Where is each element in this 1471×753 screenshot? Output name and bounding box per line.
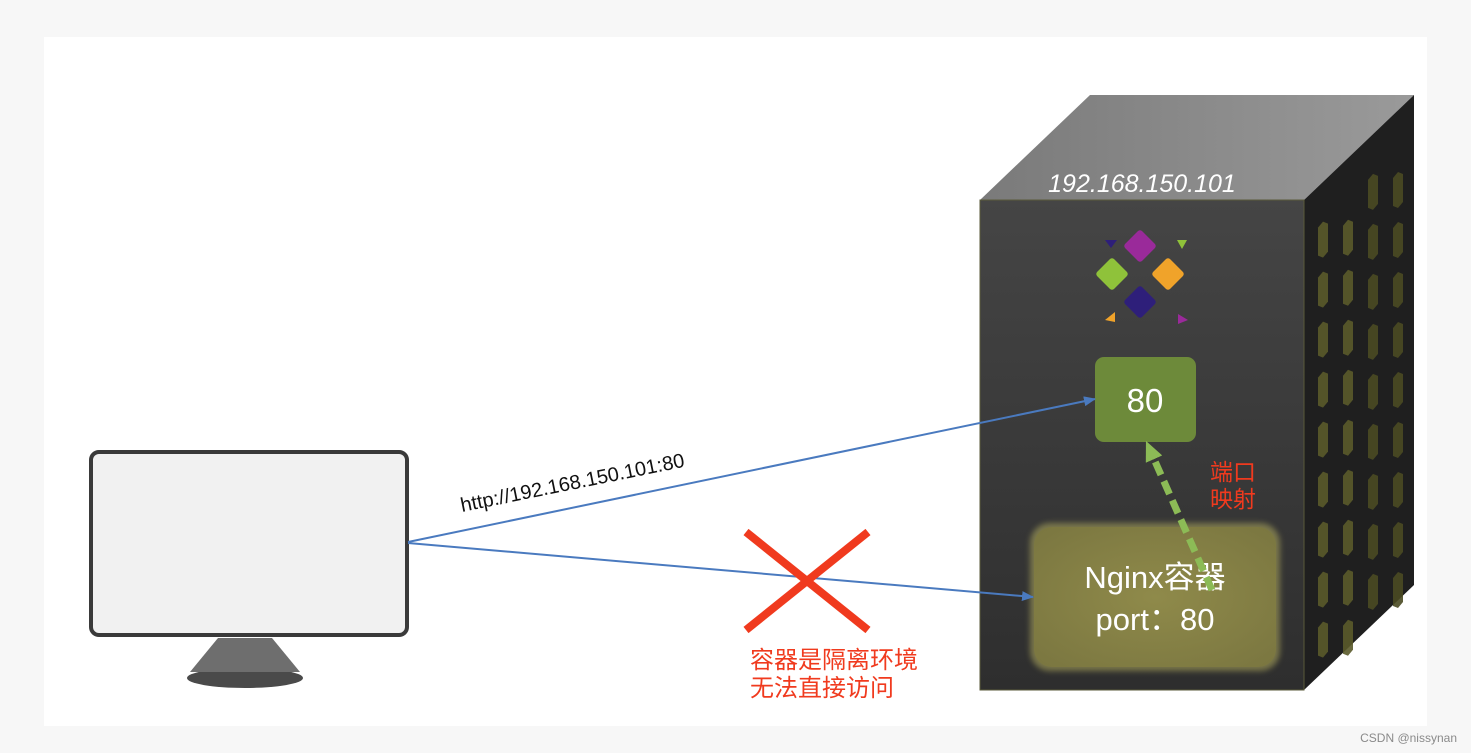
vent-hole — [1368, 473, 1378, 510]
vent-hole — [1318, 371, 1328, 408]
vent-hole — [1343, 619, 1353, 656]
mapping-label-line1: 端口 — [1210, 460, 1256, 486]
vent-hole — [1318, 321, 1328, 358]
vent-hole — [1318, 621, 1328, 658]
vent-hole — [1393, 272, 1403, 309]
server-box — [979, 95, 1414, 691]
vent-hole — [1368, 573, 1378, 610]
vent-hole — [1368, 323, 1378, 360]
server-side-face — [1304, 95, 1414, 690]
host-port-box: 80 — [1095, 357, 1196, 442]
vent-hole — [1318, 421, 1328, 458]
vent-hole — [1368, 173, 1378, 210]
vent-hole — [1393, 522, 1403, 559]
server-ip-label: 192.168.150.101 — [1048, 170, 1236, 198]
vent-hole — [1318, 221, 1328, 258]
server-top-face — [980, 95, 1414, 200]
vent-hole — [1368, 373, 1378, 410]
vent-hole — [1343, 219, 1353, 256]
vent-hole — [1343, 569, 1353, 606]
vent-hole — [1343, 419, 1353, 456]
vent-hole — [1368, 423, 1378, 460]
request-arrow-to-container — [407, 542, 1034, 602]
port-mapping-arrow — [1145, 440, 1216, 592]
blocked-note-line2: 无法直接访问 — [750, 674, 894, 702]
desktop-monitor-icon — [89, 450, 409, 688]
request-arrow-to-host — [407, 396, 1096, 543]
vent-hole — [1393, 472, 1403, 509]
vent-hole — [1343, 319, 1353, 356]
container-port-label: port：80 — [1096, 602, 1215, 637]
vent-hole — [1393, 372, 1403, 409]
vent-hole — [1318, 521, 1328, 558]
vent-hole — [1343, 269, 1353, 306]
vent-hole — [1343, 369, 1353, 406]
mapping-label-line2: 映射 — [1210, 487, 1256, 513]
vent-hole — [1368, 223, 1378, 260]
vent-hole — [1393, 422, 1403, 459]
vent-holes — [1318, 172, 1403, 658]
vent-hole — [1393, 322, 1403, 359]
vent-hole — [1318, 271, 1328, 308]
vent-hole — [1318, 471, 1328, 508]
watermark: CSDN @nissynan — [1360, 731, 1457, 745]
vent-hole — [1368, 523, 1378, 560]
nginx-container-box: Nginx容器 port：80 — [1030, 523, 1280, 671]
vent-hole — [1343, 519, 1353, 556]
vent-hole — [1343, 469, 1353, 506]
host-port-label: 80 — [1127, 382, 1164, 419]
vent-hole — [1393, 222, 1403, 259]
red-x-icon — [743, 528, 871, 634]
vent-hole — [1393, 172, 1403, 209]
blocked-note-line1: 容器是隔离环境 — [750, 646, 918, 674]
docker-diamond-logo-icon — [1096, 230, 1188, 324]
vent-hole — [1368, 273, 1378, 310]
vent-hole — [1393, 572, 1403, 609]
vent-hole — [1318, 571, 1328, 608]
